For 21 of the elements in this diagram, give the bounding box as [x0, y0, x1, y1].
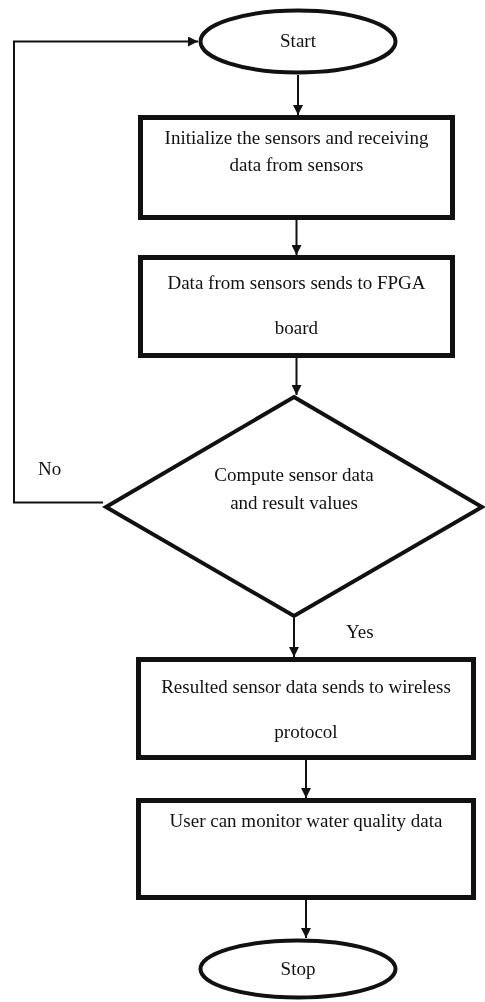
process-box: [136, 657, 476, 760]
node-text: Initialize the sensors and receiving data from sensors: [163, 126, 430, 177]
arrow: [291, 357, 302, 396]
arrow: [291, 219, 302, 256]
arrow: [293, 74, 303, 116]
node-text: Compute sensor data and result values: [213, 463, 375, 515]
process-box: [138, 255, 455, 358]
arrow: [301, 759, 311, 799]
decision-diamond: [103, 395, 485, 618]
node-text: Data from sensors sends to FPGA board: [166, 271, 427, 340]
node-text: User can monitor water quality data: [169, 809, 443, 833]
node-text: Resulted sensor data sends to wireless protocol: [160, 675, 452, 744]
arrow: [301, 899, 311, 939]
node-text: Stop: [280, 957, 316, 981]
arrow: [289, 617, 299, 658]
stop-terminal: [198, 938, 398, 1000]
start-terminal: [198, 8, 398, 75]
process-box: [136, 798, 476, 900]
process-box: [138, 115, 455, 220]
arrow: [13, 36, 199, 504]
node-text: Start: [280, 30, 316, 53]
